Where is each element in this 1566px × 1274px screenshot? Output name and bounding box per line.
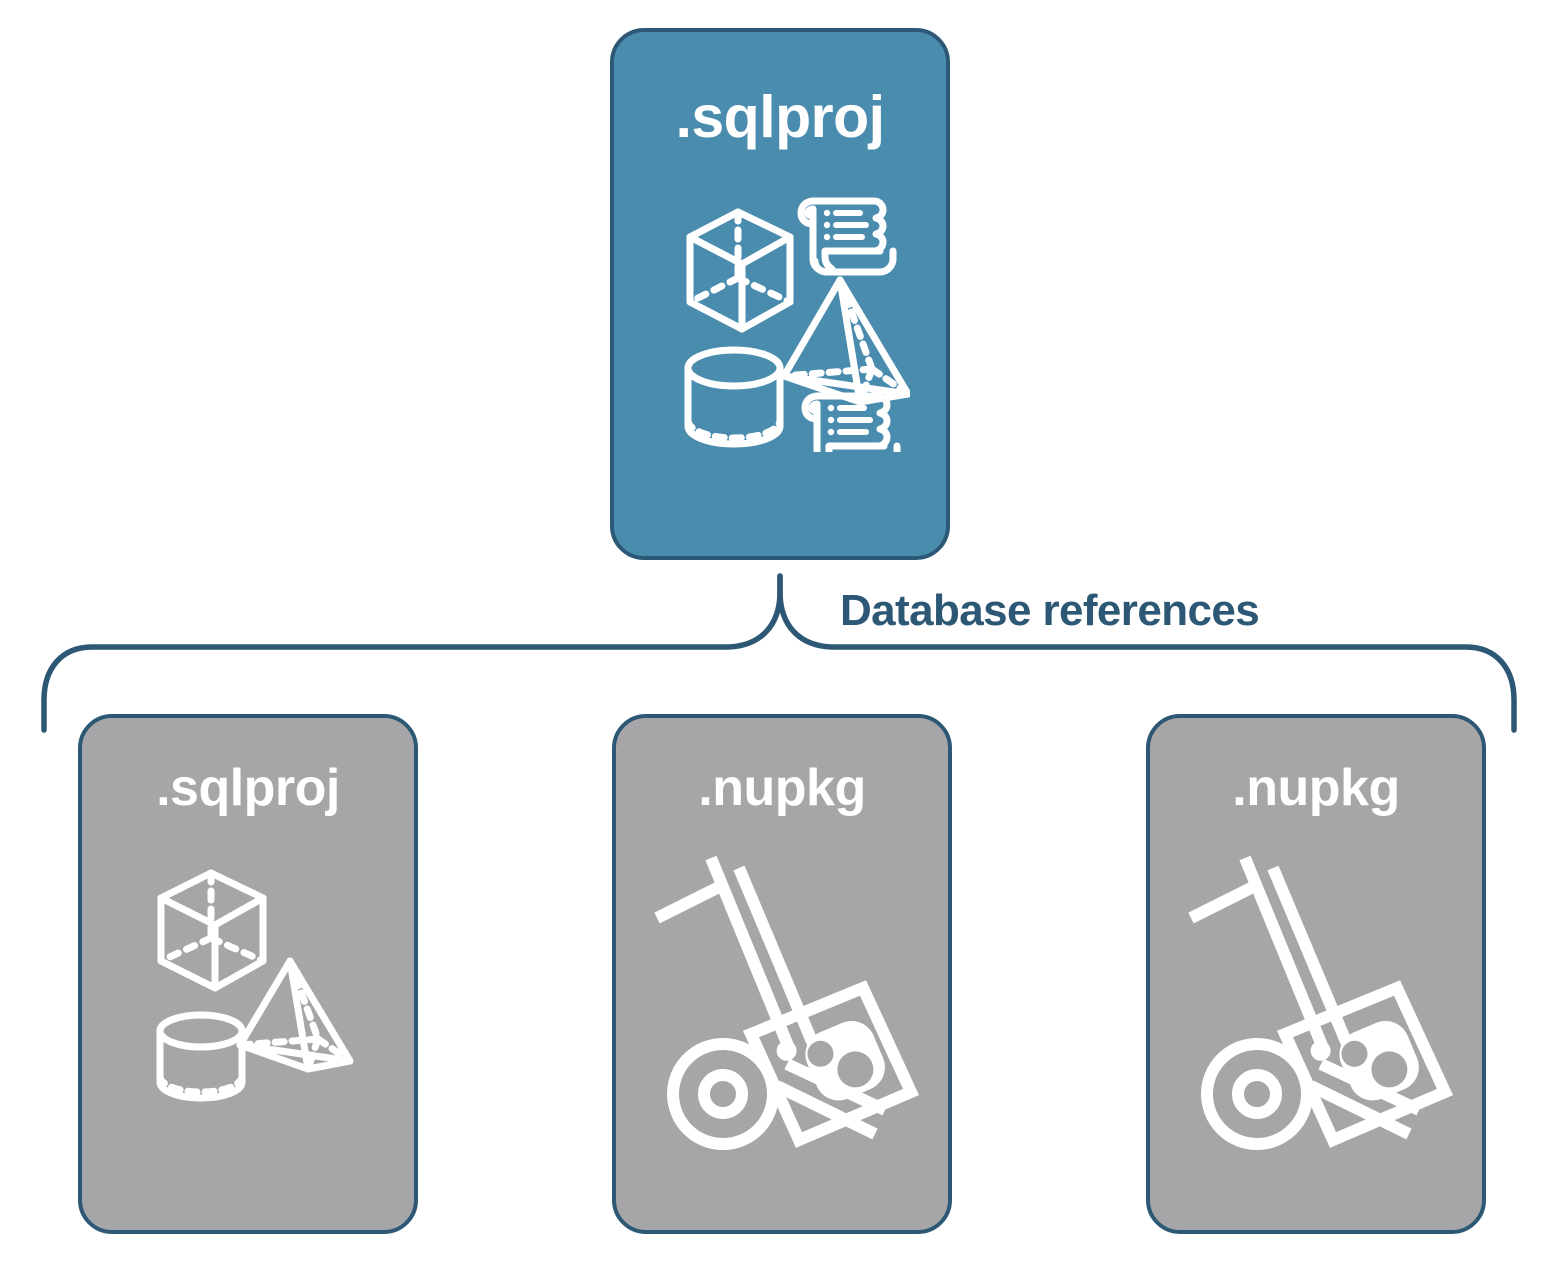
node-title: .sqlproj bbox=[156, 759, 340, 817]
database-objects-icon bbox=[156, 869, 354, 1102]
cylinder-icon bbox=[684, 346, 784, 448]
pyramid-icon bbox=[236, 957, 354, 1073]
node-title: .nupkg bbox=[698, 759, 866, 817]
node-root-sqlproj[interactable]: .sqlproj bbox=[610, 28, 950, 560]
node-title: .sqlproj bbox=[675, 84, 885, 150]
wheel-icon bbox=[1201, 1038, 1313, 1150]
node-reference-sqlproj[interactable]: .sqlproj bbox=[78, 714, 418, 1234]
connector-label: Database references bbox=[840, 586, 1260, 635]
node-title: .nupkg bbox=[1232, 759, 1400, 817]
node-reference-nupkg-2[interactable]: .nupkg bbox=[1146, 714, 1486, 1234]
pyramid-icon bbox=[780, 276, 910, 406]
database-objects-icon bbox=[684, 197, 910, 452]
root-icon-group bbox=[614, 182, 946, 452]
cylinder-icon bbox=[156, 1011, 246, 1102]
scroll-icon bbox=[801, 392, 901, 452]
cube-icon bbox=[686, 208, 794, 333]
wheel-icon bbox=[667, 1038, 779, 1150]
cube-icon bbox=[157, 869, 267, 992]
hand-truck-package-icon bbox=[654, 855, 920, 1150]
reference-icon-group bbox=[82, 868, 414, 1108]
scroll-icon bbox=[797, 197, 897, 276]
node-reference-nupkg-1[interactable]: .nupkg bbox=[612, 714, 952, 1234]
nuget-glyph-holes bbox=[1341, 1040, 1408, 1088]
reference-icon-group bbox=[1150, 848, 1482, 1158]
reference-icon-group bbox=[616, 848, 948, 1158]
nuget-glyph-holes bbox=[807, 1040, 874, 1088]
hand-truck-package-icon bbox=[1188, 855, 1454, 1150]
